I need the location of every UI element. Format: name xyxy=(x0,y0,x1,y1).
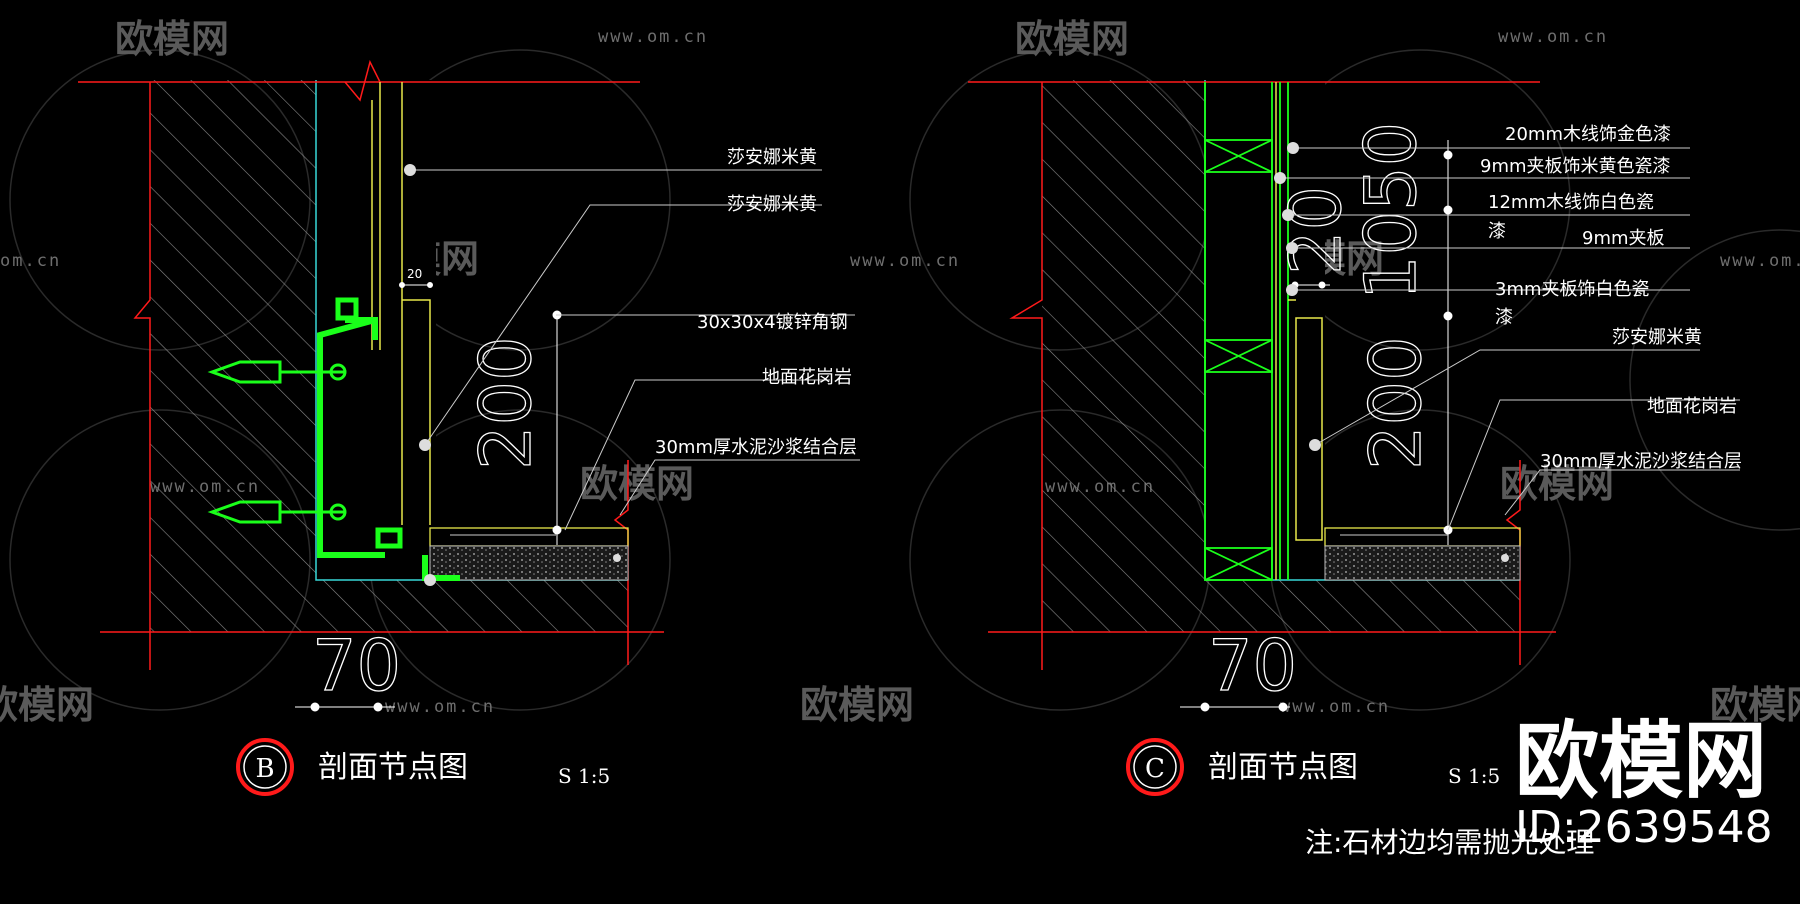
scale-c: S 1:5 xyxy=(1448,764,1500,788)
leader-dots-c xyxy=(1274,142,1509,562)
granite-floor xyxy=(429,527,629,547)
label-b-2: 莎安娜米黄 xyxy=(727,194,817,215)
marker-c: C xyxy=(1145,754,1165,784)
watermark-url: www.om.cn xyxy=(1720,251,1800,271)
label-c-4: 漆 xyxy=(1488,221,1506,242)
marker-b: B xyxy=(255,754,274,784)
leaders-b xyxy=(410,169,860,536)
big-brand-watermark: 欧模网 xyxy=(1515,712,1767,810)
title-b: 剖面节点图 xyxy=(318,750,468,785)
concrete-wall-hatch-c xyxy=(1042,80,1520,632)
granite-floor-c xyxy=(1324,527,1521,547)
label-c-2: 9mm夹板饰米黄色瓷漆 xyxy=(1480,156,1671,177)
label-c-9: 地面花岗岩 xyxy=(1647,396,1737,417)
watermark-brand: 欧模网 xyxy=(1710,683,1800,727)
dim-20 xyxy=(399,282,433,288)
watermark-brand: 欧模网 xyxy=(0,683,94,727)
dim-70-line-b xyxy=(295,702,395,712)
marker-ring-c xyxy=(1126,738,1184,796)
watermark-brand: 欧模网 xyxy=(580,462,694,506)
dim-top-c: 1050 xyxy=(1350,122,1432,300)
watermark-url: www.om.cn xyxy=(598,27,708,47)
note-text: 注:石材边均需抛光处理 xyxy=(1305,826,1594,859)
wood-battens xyxy=(1204,82,1289,581)
id-watermark: ID:2639548 xyxy=(1515,802,1773,853)
watermark-url: www.om.cn xyxy=(1498,27,1608,47)
stone-cladding xyxy=(371,82,431,525)
concrete-wall-hatch xyxy=(150,80,628,632)
label-b-4: 地面花岗岩 xyxy=(762,367,852,388)
label-b-5: 30mm厚水泥沙浆结合层 xyxy=(655,437,857,458)
watermark-brand: 欧模网 xyxy=(115,17,229,61)
mortar-bed-c xyxy=(1324,545,1521,581)
dim-base-b: 70 xyxy=(312,625,401,707)
watermark-brand: 欧模网 xyxy=(1500,462,1614,506)
dim-height-b: 200 xyxy=(465,336,547,470)
label-c-5: 9mm夹板 xyxy=(1582,228,1665,249)
watermark-brand: 欧模网 xyxy=(1015,17,1129,61)
watermark-brand-layer: 欧模网 欧模网 欧模网 欧模网 欧模网 欧模网 欧模网 欧模网 欧模网 xyxy=(0,17,1800,727)
dim-base-c: 70 xyxy=(1208,625,1297,707)
title-c: 剖面节点图 xyxy=(1208,750,1358,785)
watermark-url: om.cn xyxy=(0,251,61,271)
leader-dots-b xyxy=(404,164,621,586)
dim-lines-c xyxy=(1290,140,1453,545)
detail-b: 20 200 70 莎安娜米黄 莎 xyxy=(78,59,860,796)
label-b-1: 莎安娜米黄 xyxy=(727,147,817,168)
watermark-brand: 欧模网 xyxy=(800,683,914,727)
break-lines xyxy=(78,59,664,670)
marker-ring-b xyxy=(236,738,294,796)
dim-small-b: 20 xyxy=(407,267,422,281)
watermark-url: www.om.cn xyxy=(385,697,495,717)
dim-height-c: 200 xyxy=(1355,336,1437,470)
label-c-10: 30mm厚水泥沙浆结合层 xyxy=(1540,451,1742,472)
label-c-6: 3mm夹板饰白色瓷 xyxy=(1495,279,1650,300)
label-c-7: 漆 xyxy=(1495,307,1513,328)
mortar-bed xyxy=(429,545,629,581)
dim-70-line-c xyxy=(1180,702,1290,712)
stone-panel-c xyxy=(1275,82,1323,580)
leaders-c xyxy=(1280,147,1740,536)
dim-mid-c: 20 xyxy=(1275,186,1357,275)
galvanized-angle-steel xyxy=(317,297,460,581)
scale-b: S 1:5 xyxy=(558,764,610,788)
watermark-url: www.om.cn xyxy=(1280,697,1390,717)
label-b-3: 30x30x4镀锌角钢 xyxy=(697,312,848,333)
label-c-8: 莎安娜米黄 xyxy=(1612,327,1702,348)
label-c-1: 20mm木线饰金色漆 xyxy=(1505,124,1671,145)
anchor-bolts xyxy=(207,360,347,524)
label-c-3: 12mm木线饰白色瓷 xyxy=(1488,192,1654,213)
detail-c: 200 1050 20 70 2 xyxy=(968,80,1742,796)
watermark-url: www.om.cn xyxy=(850,251,960,271)
